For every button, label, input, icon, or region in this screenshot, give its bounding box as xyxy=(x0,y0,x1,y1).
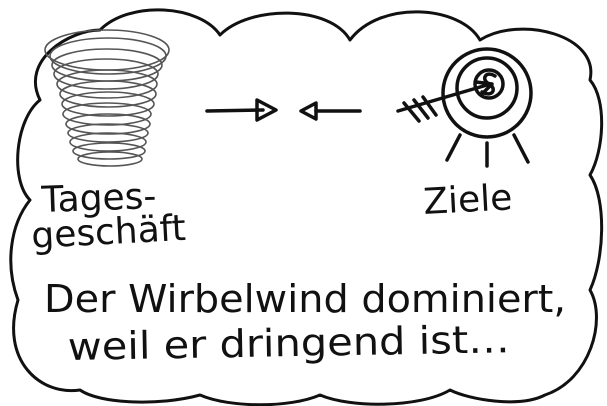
target-with-arrow-icon xyxy=(396,47,533,168)
target-ring-inner xyxy=(473,68,505,100)
whirlwind-spiral-icon xyxy=(44,29,170,167)
arrow-tip xyxy=(474,80,494,97)
arrow-right-head xyxy=(255,98,278,122)
arrow-right-shaft xyxy=(205,108,265,113)
target-ring-outer xyxy=(441,47,533,139)
target-leg-left xyxy=(445,133,462,162)
arrow-shaft xyxy=(396,83,489,113)
arrow-feather xyxy=(402,95,438,123)
caption-line2: weil er dringend ist… xyxy=(67,317,510,369)
caption-line1: Der Wirbelwind dominiert, xyxy=(44,277,566,321)
target-ring-middle xyxy=(455,56,519,120)
label-tagesgeschaeft-line2: geschäft xyxy=(30,208,187,257)
cloud-outline xyxy=(9,8,604,406)
label-ziele: Ziele xyxy=(422,177,513,223)
opposing-arrows-icon xyxy=(205,98,362,122)
label-tagesgeschaeft-line1: Tages- xyxy=(40,176,157,221)
target-leg-right xyxy=(512,133,530,164)
arrow-left-head xyxy=(299,101,318,121)
